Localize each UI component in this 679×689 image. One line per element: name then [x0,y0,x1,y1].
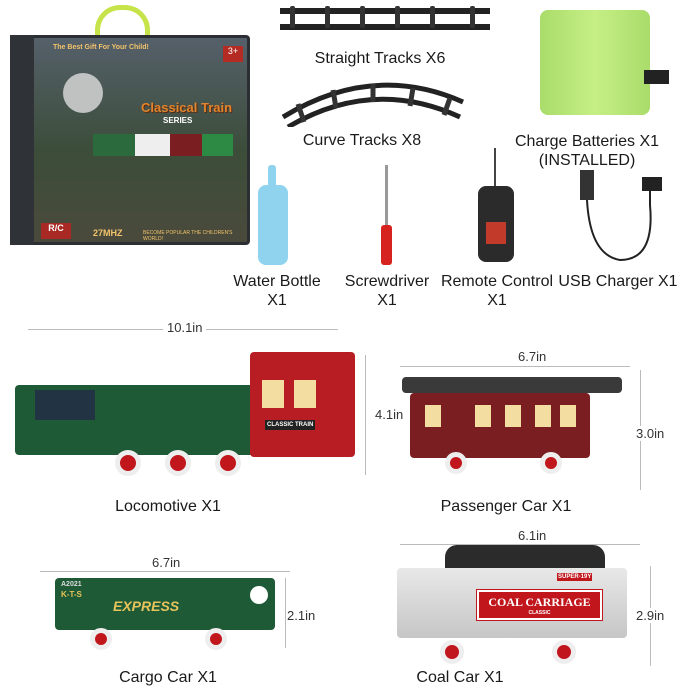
locomotive-plate: CLASSIC TRAIN [265,420,316,430]
coal-sub: CLASSIC [528,610,551,616]
remote-qty: X1 [487,292,507,309]
box-series: SERIES [163,116,193,125]
cargo-badge [250,586,268,604]
box-tagline: The Best Gift For Your Child! [53,44,149,51]
screwdriver-label: Screwdriver [344,273,430,290]
coal-badge: SUPER-19Y [557,573,593,581]
passenger-roof [402,377,622,393]
cargo-name: EXPRESS [113,598,180,614]
batteries-installed-label: (INSTALLED) [538,152,636,169]
screwdriver-qty: X1 [377,292,397,309]
wheel [165,450,191,476]
water-bottle-image [258,185,288,265]
locomotive-label: Locomotive X1 [115,498,221,515]
curve-tracks-image [281,82,465,127]
box-freq: 27MHZ [93,228,123,238]
water-bottle-qty: X1 [267,292,287,309]
box-age: 3+ [223,46,243,62]
product-box: The Best Gift For Your Child! 3+ Classic… [10,35,250,245]
cargo-car-image: A2021 K-T-S EXPRESS [55,578,275,630]
usb-charger-image [580,170,662,262]
cargo-id: A2021 [61,581,82,588]
wheel [115,450,141,476]
battery-image [540,10,650,115]
batteries-label: Charge Batteries X1 [514,133,660,150]
wheel [440,640,464,664]
cargo-car-label: Cargo Car X1 [119,669,217,686]
straight-tracks-label: Straight Tracks X6 [314,50,446,67]
box-handle [95,5,150,39]
screwdriver-image [381,225,392,265]
usb-charger-label: USB Charger X1 [558,273,678,290]
window [505,405,521,427]
wheel [90,628,112,650]
remote-control-image [478,186,514,262]
loco-nameplate [35,390,95,420]
remote-antenna [494,148,496,188]
screwdriver-shaft [385,165,388,225]
passenger-length: 6.7in [518,349,547,364]
coal-length-line [400,544,640,545]
cab-window [262,380,284,408]
wheel [205,628,227,650]
wheel [540,452,562,474]
cargo-length-line [40,571,290,572]
remote-label: Remote Control [440,273,554,290]
wheel [215,450,241,476]
locomotive-image [15,377,265,455]
wheel [445,452,467,474]
cab-window [294,380,316,408]
curve-tracks-label: Curve Tracks X8 [302,132,422,149]
box-rc: R/C [41,223,71,239]
straight-tracks-image [280,4,490,34]
locomotive-cab [250,352,355,457]
coal-name: COAL CARRIAGE [488,595,591,609]
steam-cloud [63,73,103,113]
window [475,405,491,427]
passenger-car-image [410,393,590,458]
passenger-length-line [400,366,630,367]
bottle-nozzle [268,165,276,185]
box-side [10,35,34,245]
cargo-code: K-T-S [61,590,82,599]
box-train-art [93,134,233,156]
remote-screen [486,222,506,244]
window [535,405,551,427]
passenger-height: 3.0in [636,426,665,441]
window [560,405,576,427]
cargo-height-line [285,578,286,648]
locomotive-length: 10.1in [163,320,207,335]
box-slogan: BECOME POPULAR THE CHILDREN'S WORLD! [143,230,233,242]
coal-sign: COAL CARRIAGE CLASSIC [476,589,603,621]
passenger-car-label: Passenger Car X1 [440,498,572,515]
coal-car-image: SUPER-19Y COAL CARRIAGE CLASSIC [397,568,627,638]
cargo-height: 2.1in [287,608,316,623]
wheel [552,640,576,664]
locomotive-height: 4.1in [375,407,404,422]
coal-car-label: Coal Car X1 [416,669,504,686]
window [425,405,441,427]
locomotive-height-line [365,355,366,475]
coal-height: 2.9in [636,608,665,623]
cargo-length: 6.7in [152,555,181,570]
battery-connector [644,70,669,84]
water-bottle-label: Water Bottle [233,273,321,290]
coal-length: 6.1in [518,528,547,543]
box-title: Classical Train [141,100,233,115]
